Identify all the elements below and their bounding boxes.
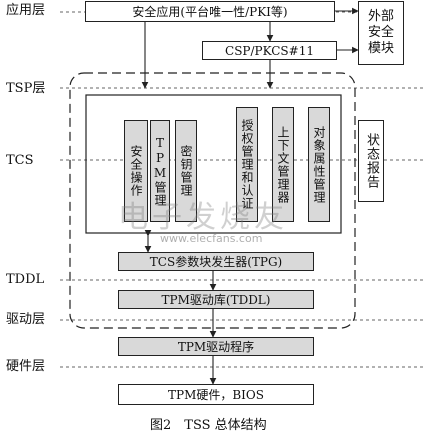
figure-caption: 图2 TSS 总体结构 [150,418,267,433]
auth-mgmt-box: 授权管理和认证 [236,107,258,222]
layer-label-tcs: TCS [6,153,34,168]
layer-label-hardware: 硬件层 [6,359,46,374]
object-attr-box: 对象属性管理 [308,107,330,222]
tpm-hardware-box: TPM硬件，BIOS [118,384,314,405]
tddl-box: TPM驱动库(TDDL) [118,290,314,309]
security-app-box: 安全应用(平台唯一性/PKI等) [85,1,335,22]
tpg-box: TCS参数块发生器(TPG) [118,252,314,271]
csp-box: CSP/PKCS#11 [202,41,337,60]
status-report-box: 状态报告 [358,120,384,202]
security-ops-box: 安全操作 [124,120,148,222]
key-mgmt-box: 密钥管理 [175,120,197,222]
tpm-mgmt-box: TPM管理 [150,120,170,222]
layer-label-tsp: TSP层 [6,81,46,96]
layer-label-driver: 驱动层 [6,312,46,327]
tpm-driver-box: TPM驱动程序 [118,337,314,356]
external-security-module-box: 外部安全模块 [358,1,404,65]
layer-label-tddl: TDDL [6,272,45,287]
context-mgmt-box: 上下文管理器 [272,107,294,222]
layer-label-app: 应用层 [6,3,46,18]
